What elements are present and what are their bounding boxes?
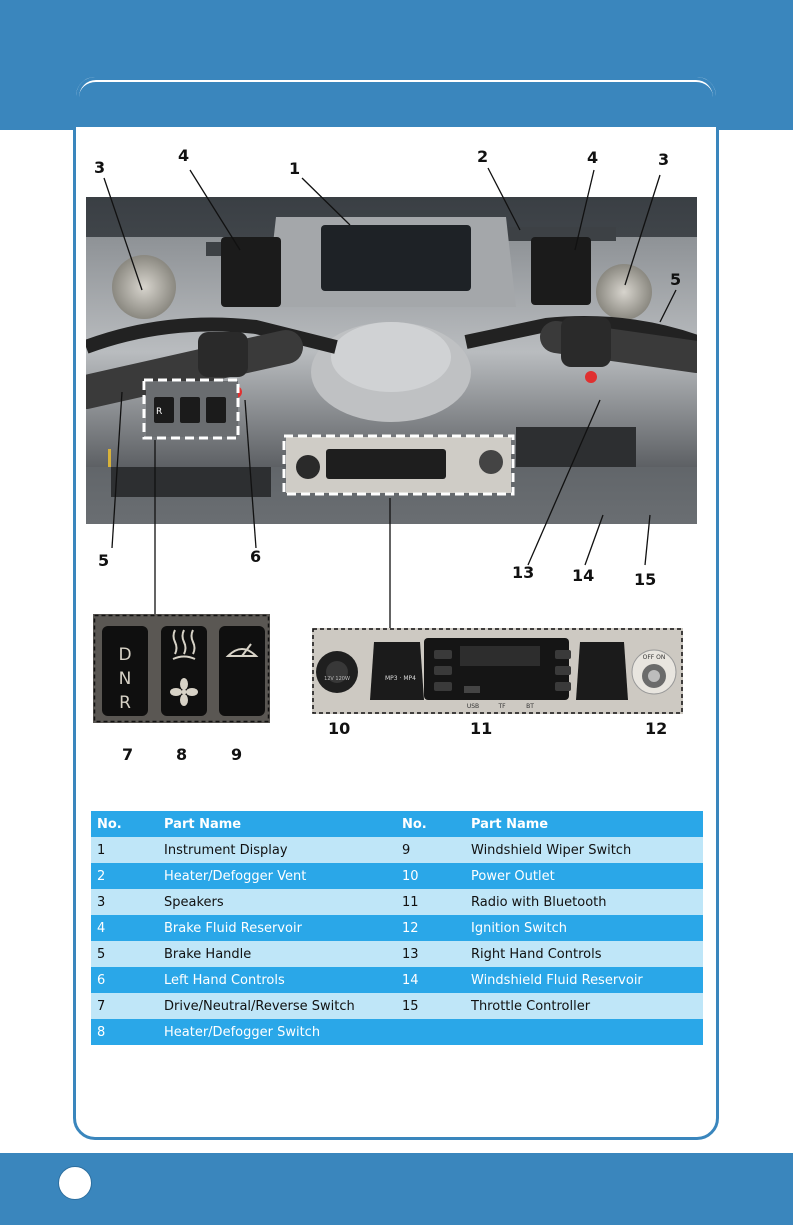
page-number-badge bbox=[58, 1166, 92, 1200]
row-part-name: Instrument Display bbox=[158, 837, 396, 863]
callout-3-right: 3 bbox=[658, 150, 670, 169]
row-no-2: 13 bbox=[396, 941, 465, 967]
photo-switch-r-label: R bbox=[156, 407, 162, 417]
parts-table: No. Part Name No. Part Name 1 Instrument… bbox=[91, 811, 703, 1045]
row-part-name-2: Right Hand Controls bbox=[465, 941, 703, 967]
row-part-name-2: Power Outlet bbox=[465, 863, 703, 889]
row-part-name: Brake Fluid Reservoir bbox=[158, 915, 396, 941]
row-no-2: 14 bbox=[396, 967, 465, 993]
header-no: No. bbox=[91, 811, 158, 837]
dnr-letter-r: R bbox=[119, 693, 131, 713]
fan-icon bbox=[170, 678, 198, 706]
row-no: 1 bbox=[91, 837, 158, 863]
table-row: 7 Drive/Neutral/Reverse Switch 15 Thrott… bbox=[91, 993, 703, 1019]
table-row: 3 Speakers 11 Radio with Bluetooth bbox=[91, 889, 703, 915]
table-row: 1 Instrument Display 9 Windshield Wiper … bbox=[91, 837, 703, 863]
header-no-2: No. bbox=[396, 811, 465, 837]
frame-header-strip bbox=[76, 77, 716, 127]
callout-3-left: 3 bbox=[94, 158, 106, 177]
row-part-name-2 bbox=[465, 1019, 703, 1045]
callout-10: 10 bbox=[328, 719, 351, 738]
callout-2: 2 bbox=[477, 147, 489, 166]
row-part-name-2: Windshield Wiper Switch bbox=[465, 837, 703, 863]
row-part-name-2: Radio with Bluetooth bbox=[465, 889, 703, 915]
wiper-icon bbox=[225, 643, 259, 657]
table-row: 4 Brake Fluid Reservoir 12 Ignition Swit… bbox=[91, 915, 703, 941]
row-no-2: 12 bbox=[396, 915, 465, 941]
row-part-name: Heater/Defogger Switch bbox=[158, 1019, 396, 1045]
row-part-name: Drive/Neutral/Reverse Switch bbox=[158, 993, 396, 1019]
row-no-2: 11 bbox=[396, 889, 465, 915]
footer-band bbox=[0, 1153, 793, 1225]
table-row: 5 Brake Handle 13 Right Hand Controls bbox=[91, 941, 703, 967]
row-part-name: Speakers bbox=[158, 889, 396, 915]
table-row: 8 Heater/Defogger Switch bbox=[91, 1019, 703, 1045]
switch-inset-photo: D N R bbox=[93, 614, 270, 723]
header-part-name-2: Part Name bbox=[465, 811, 703, 837]
bt-label: BT bbox=[526, 703, 534, 710]
callout-8: 8 bbox=[176, 745, 188, 764]
header-part-name: Part Name bbox=[158, 811, 396, 837]
radio-inset-photo: 12V 120W MP3 · MP4 USB TF BT OFF ON bbox=[312, 628, 683, 714]
callout-15: 15 bbox=[634, 570, 657, 589]
row-no-2 bbox=[396, 1019, 465, 1045]
parts-table-body: 1 Instrument Display 9 Windshield Wiper … bbox=[91, 837, 703, 1045]
row-no: 6 bbox=[91, 967, 158, 993]
row-no: 7 bbox=[91, 993, 158, 1019]
row-part-name: Heater/Defogger Vent bbox=[158, 863, 396, 889]
row-part-name: Brake Handle bbox=[158, 941, 396, 967]
defrost-icon bbox=[172, 629, 196, 660]
outlet-label: 12V 120W bbox=[324, 676, 350, 682]
table-row: 6 Left Hand Controls 14 Windshield Fluid… bbox=[91, 967, 703, 993]
callout-1: 1 bbox=[289, 159, 301, 178]
dashboard-photo: R bbox=[86, 197, 697, 524]
row-part-name: Left Hand Controls bbox=[158, 967, 396, 993]
callout-13: 13 bbox=[512, 563, 535, 582]
row-no-2: 15 bbox=[396, 993, 465, 1019]
callout-7: 7 bbox=[122, 745, 134, 764]
media-label: MP3 · MP4 bbox=[385, 675, 416, 682]
callout-14: 14 bbox=[572, 566, 595, 585]
callout-5-left: 5 bbox=[98, 551, 110, 570]
table-header-row: No. Part Name No. Part Name bbox=[91, 811, 703, 837]
dnr-letter-n: N bbox=[119, 669, 132, 689]
row-no: 3 bbox=[91, 889, 158, 915]
row-no: 5 bbox=[91, 941, 158, 967]
usb-label: USB bbox=[467, 703, 479, 710]
row-no: 4 bbox=[91, 915, 158, 941]
row-no-2: 10 bbox=[396, 863, 465, 889]
table-row: 2 Heater/Defogger Vent 10 Power Outlet bbox=[91, 863, 703, 889]
row-no-2: 9 bbox=[396, 837, 465, 863]
callout-9: 9 bbox=[231, 745, 243, 764]
row-no: 2 bbox=[91, 863, 158, 889]
callout-6: 6 bbox=[250, 547, 262, 566]
row-part-name-2: Windshield Fluid Reservoir bbox=[465, 967, 703, 993]
callout-4-right: 4 bbox=[587, 148, 599, 167]
callout-11: 11 bbox=[470, 719, 493, 738]
callout-12: 12 bbox=[645, 719, 668, 738]
tf-label: TF bbox=[497, 703, 506, 710]
ignition-label: OFF ON bbox=[643, 654, 666, 661]
row-part-name-2: Ignition Switch bbox=[465, 915, 703, 941]
callout-4-left: 4 bbox=[178, 146, 190, 165]
row-part-name-2: Throttle Controller bbox=[465, 993, 703, 1019]
row-no: 8 bbox=[91, 1019, 158, 1045]
dnr-letter-d: D bbox=[118, 645, 131, 665]
callout-5-right: 5 bbox=[670, 270, 682, 289]
